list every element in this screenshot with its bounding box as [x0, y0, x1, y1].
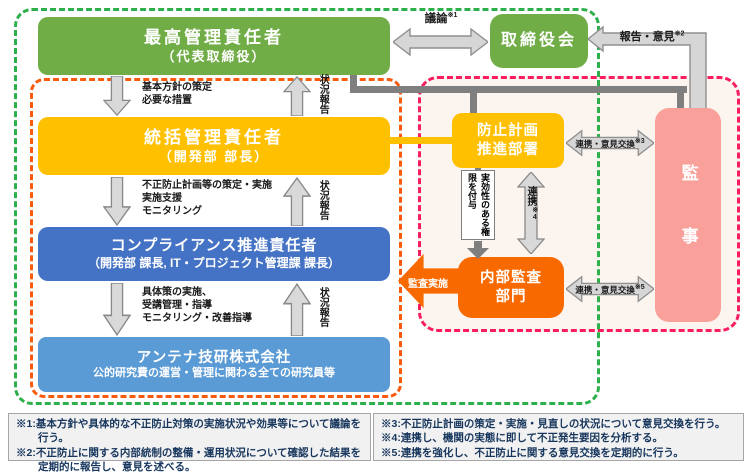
- connector-top-manager-stub: [350, 75, 357, 89]
- cooperation-text: 連携: [525, 186, 536, 206]
- discussion-label: 議論※1: [398, 10, 484, 26]
- authority-down-arrow: [467, 241, 489, 259]
- connector-to-prevention-dept: [470, 90, 477, 114]
- top-manager-subtitle: （代表取締役）: [161, 48, 267, 64]
- coop-exchange-note-3: ※3: [634, 138, 645, 145]
- status-report-label-3: 状況報告: [317, 287, 329, 327]
- discussion-text: 議論: [424, 13, 448, 25]
- top-manager-title: 最高管理責任者: [144, 28, 284, 48]
- policy-label: 基本方針の策定 必要な措置: [142, 81, 212, 107]
- auditor-box: 監事: [655, 108, 721, 322]
- audit-exec-arrow: [398, 252, 459, 310]
- general-manager-subtitle: （開発部 部長）: [158, 148, 270, 164]
- coop-exchange-text-5: 連携・意見交換: [575, 284, 635, 295]
- footnote-2: ※2:不正防止に関する内部統制の整備・運用状況について確認した結果を定期的に報告…: [16, 446, 362, 474]
- footnote-3: ※3:不正防止計画の策定・実施・見直しの状況について意見交換を行う。: [381, 418, 726, 430]
- coop-exchange-label-3: 連携・意見交換※3: [566, 137, 654, 150]
- prevention-dept-line1: 防止計画: [477, 123, 539, 140]
- internal-audit-line2: 部門: [495, 288, 527, 305]
- coop-exchange-arrow-5: [566, 273, 654, 305]
- company-box: アンテナ技研株式会社 公的研究費の運営・管理に関わる全ての研究員等: [38, 337, 390, 392]
- general-manager-box: 統括管理責任者 （開発部 部長）: [38, 117, 390, 175]
- prevention-dept-box: 防止計画 推進部署: [452, 113, 564, 168]
- cooperation-arrow: [517, 172, 545, 254]
- footnote-4: ※4:連携し、機関の実態に即して不正発生要因を分析する。: [381, 432, 664, 445]
- footnote-5: ※5:連携を強化し、不正防止に関する意見交換を定期的に行う。: [381, 446, 684, 459]
- compliance-manager-title: コンプライアンス推進責任者: [110, 237, 318, 255]
- connector-prevention-stub: [475, 166, 481, 171]
- status-report-label-1: 状況報告: [317, 74, 329, 114]
- internal-audit-line1: 内部監査: [480, 270, 542, 287]
- plan-line1: 不正防止計画等の策定・実施: [142, 180, 272, 191]
- plan-line3: モニタリング: [142, 206, 202, 218]
- up-arrow-2: [283, 177, 311, 226]
- concrete-line1: 具体策の実施、: [142, 287, 212, 298]
- report-opinion-text: 報告・意見: [619, 31, 675, 43]
- connector-to-auditor: [677, 90, 684, 110]
- up-arrow-3: [283, 283, 311, 336]
- plan-label: 不正防止計画等の策定・実施 実施支援 モニタリング: [142, 179, 272, 219]
- coop-exchange-arrow-3: [566, 127, 654, 159]
- report-opinion-band: [588, 22, 708, 110]
- concrete-line3: モニタリング・改善指導: [142, 313, 252, 325]
- up-arrow-1: [283, 76, 311, 116]
- authority-label-box: 実効性のある権限を付与: [461, 170, 495, 240]
- authority-text: 実効性のある権限を付与: [467, 173, 491, 236]
- auditor-title: 監事: [678, 164, 698, 290]
- connector-horizontal-line: [350, 86, 687, 93]
- coop-exchange-text-3: 連携・意見交換: [575, 138, 635, 149]
- compliance-manager-box: コンプライアンス推進責任者 （開発部 課長, IT・プロジェクト管理課 課長）: [38, 227, 390, 281]
- plan-line2: 実施支援: [142, 193, 182, 205]
- company-title: アンテナ技研株式会社: [136, 349, 292, 366]
- prevention-dept-line2: 推進部署: [477, 141, 539, 158]
- compliance-manager-subtitle: （開発部 課長, IT・プロジェクト管理課 課長）: [87, 255, 340, 270]
- management-zone-boundary: [14, 8, 600, 405]
- execution-zone-boundary: [30, 78, 402, 398]
- report-opinion-note: ※2: [674, 30, 685, 38]
- down-arrow-3: [103, 283, 131, 336]
- status-report-label-2: 状況報告: [317, 180, 329, 220]
- audit-exec-label: 監査実施: [408, 279, 448, 290]
- policy-line2: 必要な措置: [142, 95, 192, 107]
- footnote-right: ※3:不正防止計画の策定・実施・見直しの状況について意見交換を行う。 ※4:連携…: [373, 413, 744, 461]
- coop-exchange-note-5: ※5: [634, 284, 645, 291]
- board-title: 取締役会: [500, 32, 577, 49]
- board-box: 取締役会: [490, 14, 588, 68]
- footnote-1: ※1:基本方針や具体的な不正防止対策の実施状況や効果等について議論を行う。: [16, 418, 362, 445]
- company-subtitle: 公的研究費の運営・管理に関わる全ての研究員等: [93, 366, 335, 379]
- policy-line1: 基本方針の策定: [142, 82, 212, 93]
- down-arrow-2: [103, 177, 131, 226]
- cooperation-label: 連携※4: [523, 186, 538, 221]
- top-manager-box: 最高管理責任者 （代表取締役）: [38, 17, 390, 75]
- internal-audit-box: 内部監査 部門: [458, 257, 564, 318]
- general-manager-title: 統括管理責任者: [144, 128, 284, 148]
- cooperation-note: ※4: [531, 206, 539, 221]
- report-opinion-label: 報告・意見※2: [600, 28, 704, 44]
- footnote-left: ※1:基本方針や具体的な不正防止対策の実施状況や効果等について議論を行う。 ※2…: [8, 413, 371, 473]
- down-arrow-1: [103, 76, 131, 116]
- concrete-label: 具体策の実施、 受講管理・指導 モニタリング・改善指導: [142, 286, 252, 326]
- discussion-arrow: [393, 25, 488, 59]
- connector-general-to-prevention: [390, 137, 452, 144]
- coop-exchange-label-5: 連携・意見交換※5: [566, 283, 654, 296]
- concrete-line2: 受講管理・指導: [142, 300, 212, 312]
- discussion-note: ※1: [447, 12, 458, 20]
